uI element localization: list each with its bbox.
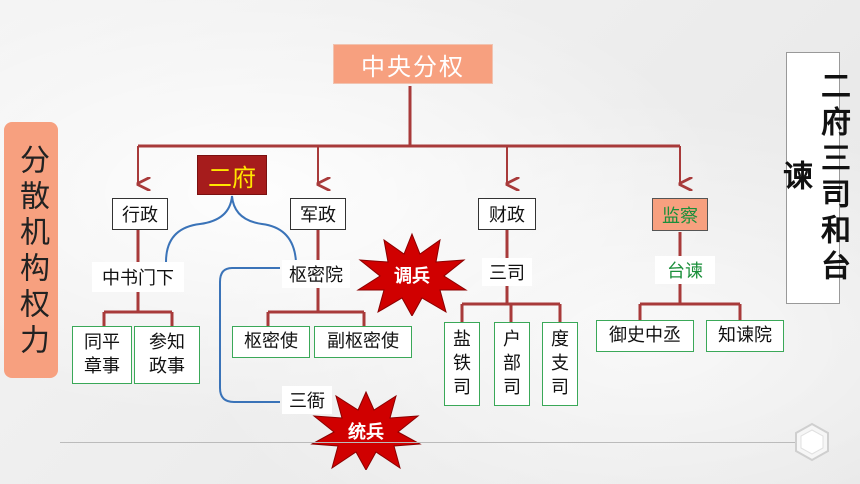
left-vertical-label: 分散机构权力 bbox=[4, 122, 58, 378]
bottom-divider bbox=[60, 442, 800, 443]
next-slide-button[interactable] bbox=[792, 422, 832, 462]
left-vertical-text: 分散机构权力 bbox=[14, 144, 49, 360]
badge-diaobing-label: 调兵 bbox=[394, 266, 430, 287]
right-vertical-label: 二府三司和台谏 bbox=[777, 52, 850, 304]
badge-tongbing: 统兵 bbox=[310, 390, 422, 472]
leaf-hubu: 户 部 司 bbox=[494, 322, 530, 406]
title-box: 中央分权 bbox=[333, 44, 493, 84]
node-sanya: 三衙 bbox=[282, 386, 332, 414]
leaf-canzhi: 参知 政事 bbox=[134, 326, 200, 384]
leaf-duzhi: 度 支 司 bbox=[542, 322, 578, 406]
branch-caizheng: 财政 bbox=[478, 198, 536, 230]
leaf-shumishi: 枢密使 bbox=[232, 326, 310, 358]
node-taijian: 台谏 bbox=[655, 256, 715, 284]
badge-tongbing-label: 统兵 bbox=[348, 422, 384, 443]
right-vertical-text: 二府三司和台谏 bbox=[777, 70, 850, 286]
sanya-bracket bbox=[219, 267, 280, 403]
leaf-tongping: 同平 章事 bbox=[72, 326, 132, 384]
node-zhongshu: 中书门下 bbox=[92, 262, 184, 292]
leaf-zhijian: 知谏院 bbox=[706, 320, 784, 352]
node-shumiyuan: 枢密院 bbox=[282, 260, 350, 288]
branch-junzheng: 军政 bbox=[290, 198, 346, 230]
leaf-fushumishi: 副枢密使 bbox=[314, 326, 412, 358]
badge-diaobing: 调兵 bbox=[356, 232, 468, 318]
branch-xingzheng: 行政 bbox=[112, 198, 168, 230]
node-sansi: 三司 bbox=[482, 258, 532, 286]
hexagon-icon bbox=[795, 422, 829, 462]
erfu-box: 二府 bbox=[197, 155, 267, 195]
branch-jiancha: 监察 bbox=[652, 198, 708, 231]
leaf-yantie: 盐 铁 司 bbox=[444, 322, 480, 406]
leaf-yushi: 御史中丞 bbox=[596, 320, 694, 352]
erfu-bracket bbox=[165, 195, 297, 263]
